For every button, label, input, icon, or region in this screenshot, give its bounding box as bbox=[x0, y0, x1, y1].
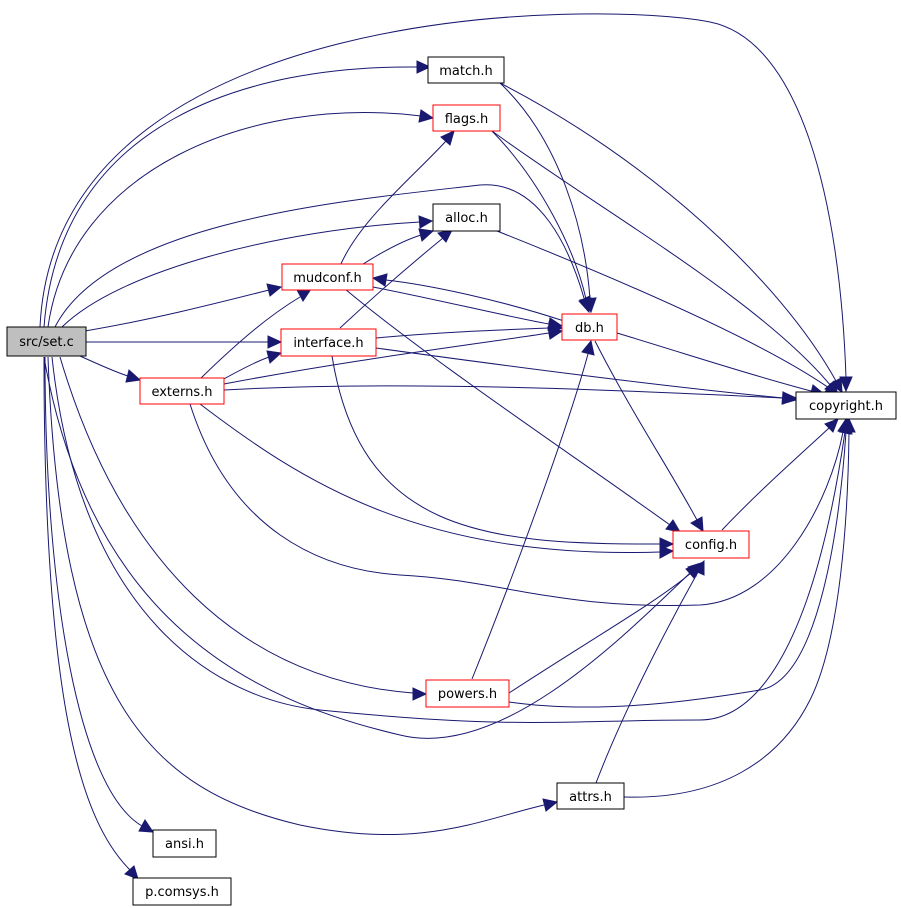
arrowhead bbox=[418, 215, 434, 229]
arrowhead bbox=[839, 376, 853, 393]
node-db-h[interactable]: db.h bbox=[561, 313, 618, 341]
node-config-h[interactable]: config.h bbox=[672, 530, 750, 559]
arrowhead bbox=[579, 297, 592, 314]
edge-set-c-to-copyright-h-top bbox=[39, 13, 847, 379]
arrowhead bbox=[692, 559, 705, 576]
node-label: config.h bbox=[685, 538, 737, 553]
edge-interface-h-to-config-h bbox=[331, 355, 661, 545]
edge-externs-h-to-copyright-h-lower bbox=[189, 403, 844, 607]
edge-config-h-to-copyright-h bbox=[721, 427, 830, 531]
edge-externs-h-to-interface-h bbox=[221, 356, 270, 381]
node-label: flags.h bbox=[445, 112, 489, 127]
arrowhead bbox=[267, 335, 283, 349]
edge-match-h-to-copyright-h bbox=[499, 82, 837, 382]
arrowhead bbox=[542, 798, 559, 812]
arrowhead bbox=[266, 283, 283, 297]
edge-externs-h-to-mudconf-h bbox=[199, 296, 301, 380]
edge-externs-h-to-copyright-h bbox=[223, 385, 784, 399]
node-label: match.h bbox=[439, 64, 493, 79]
node-label: ansi.h bbox=[165, 837, 204, 852]
arrowhead bbox=[824, 418, 839, 433]
edge-alloc-h-to-copyright-h bbox=[496, 230, 830, 389]
edge-powers-h-to-db-h bbox=[471, 353, 589, 680]
edge-interface-h-to-copyright-h bbox=[375, 347, 784, 399]
edge-attrs-h-to-copyright-h bbox=[623, 431, 850, 798]
edge-set-c-to-comsys-h bbox=[43, 356, 131, 871]
arrowhead bbox=[842, 417, 856, 433]
edge-externs-h-to-db-h bbox=[223, 332, 550, 385]
edge-match-h-to-db-h bbox=[499, 82, 591, 300]
arrowhead bbox=[782, 391, 798, 405]
arrowhead bbox=[138, 819, 154, 833]
node-alloc-h[interactable]: alloc.h bbox=[432, 203, 501, 232]
edge-set-c-to-powers-h bbox=[59, 356, 414, 694]
edge-set-c-to-copyright-h-bottom bbox=[51, 356, 846, 723]
node-powers-h[interactable]: powers.h bbox=[425, 679, 510, 708]
nodes: src/set.c match.h flags.h alloc.h mudcon… bbox=[6, 56, 897, 906]
edge-db-h-to-config-h bbox=[594, 340, 698, 521]
arrowhead bbox=[296, 288, 312, 302]
node-flags-h[interactable]: flags.h bbox=[432, 104, 501, 132]
edge-flags-h-to-copyright-h bbox=[491, 130, 832, 387]
edge-powers-h-to-config-h bbox=[508, 571, 693, 694]
node-label: alloc.h bbox=[445, 211, 488, 226]
edge-interface-h-to-alloc-h bbox=[339, 237, 444, 329]
edge-set-c-to-db-h-upper bbox=[54, 184, 585, 328]
node-ansi-h[interactable]: ansi.h bbox=[152, 829, 217, 858]
edge-flags-h-to-db-h bbox=[491, 130, 587, 300]
edge-powers-h-to-copyright-h bbox=[508, 431, 847, 708]
node-label: powers.h bbox=[438, 687, 497, 702]
node-label: externs.h bbox=[151, 385, 212, 400]
edge-mudconf-h-to-config-h bbox=[344, 288, 671, 526]
edge-mudconf-h-to-flags-h bbox=[339, 140, 447, 267]
arrowhead bbox=[416, 60, 432, 74]
edge-db-h-to-mudconf-h bbox=[385, 279, 565, 322]
edge-set-c-to-ansi-h bbox=[44, 356, 143, 827]
node-externs-h[interactable]: externs.h bbox=[139, 377, 225, 405]
edge-set-c-to-match-h bbox=[43, 66, 419, 328]
node-attrs-h[interactable]: attrs.h bbox=[556, 782, 625, 810]
node-label: copyright.h bbox=[809, 399, 883, 414]
node-label: p.comsys.h bbox=[145, 885, 219, 900]
node-src-set-c[interactable]: src/set.c bbox=[6, 326, 87, 357]
arrowhead bbox=[547, 326, 564, 340]
edge-set-c-to-externs-h bbox=[79, 355, 129, 377]
arrowhead bbox=[412, 687, 428, 701]
node-label: src/set.c bbox=[19, 335, 74, 350]
node-label: db.h bbox=[575, 321, 604, 336]
edge-externs-h-to-config-h bbox=[199, 403, 661, 554]
edge-set-c-to-attrs-h bbox=[47, 356, 545, 836]
arrowhead bbox=[266, 350, 283, 364]
edge-db-h-to-copyright-h bbox=[616, 332, 812, 392]
edge-mudconf-h-to-db-h bbox=[372, 286, 550, 325]
arrowhead bbox=[581, 339, 595, 356]
node-match-h[interactable]: match.h bbox=[427, 56, 505, 84]
arrowhead bbox=[665, 519, 682, 533]
arrowhead bbox=[690, 516, 704, 532]
arrowhead bbox=[371, 273, 388, 287]
node-label: mudconf.h bbox=[293, 271, 362, 286]
arrowhead bbox=[418, 228, 435, 242]
node-p-comsys-h[interactable]: p.comsys.h bbox=[132, 877, 232, 906]
node-interface-h[interactable]: interface.h bbox=[280, 328, 377, 357]
arrowhead bbox=[440, 130, 455, 146]
arrowhead bbox=[125, 369, 142, 383]
edge-set-c-to-config-h bbox=[43, 356, 691, 739]
node-label: attrs.h bbox=[569, 790, 612, 805]
edge-interface-h-to-db-h bbox=[375, 327, 550, 339]
edge-set-c-to-mudconf-h bbox=[84, 289, 270, 332]
arrowhead bbox=[659, 545, 675, 559]
node-mudconf-h[interactable]: mudconf.h bbox=[281, 263, 374, 291]
node-copyright-h[interactable]: copyright.h bbox=[795, 391, 897, 420]
node-label: interface.h bbox=[293, 336, 363, 351]
edges bbox=[39, 13, 856, 880]
edge-set-c-to-alloc-h bbox=[61, 221, 421, 328]
edge-mudconf-h-to-alloc-h bbox=[359, 234, 422, 267]
arrowhead bbox=[418, 109, 435, 123]
arrowhead bbox=[124, 865, 139, 880]
edge-attrs-h-to-config-h bbox=[595, 571, 699, 784]
edge-set-c-to-flags-h bbox=[47, 112, 422, 328]
